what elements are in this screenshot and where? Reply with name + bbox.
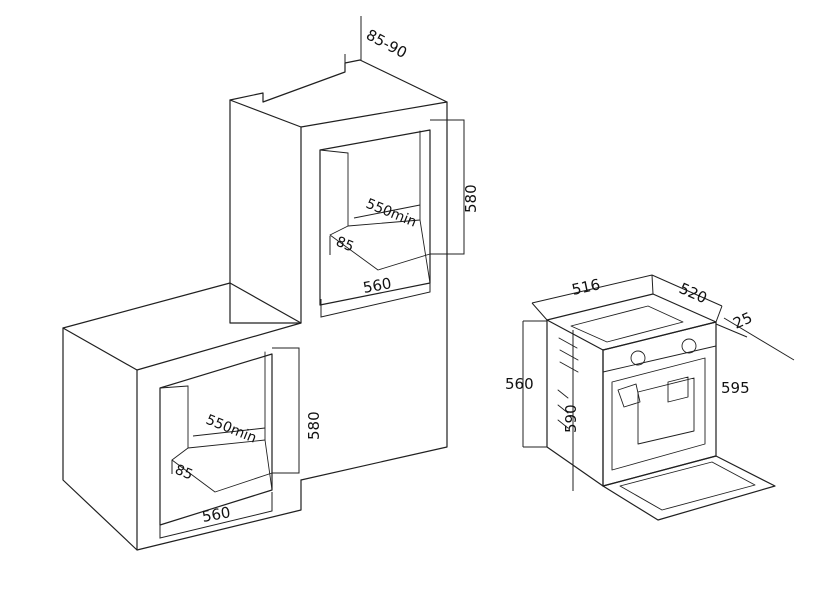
oven-top-recess [570, 305, 684, 343]
upper-depth-label: 550min [364, 196, 419, 231]
top-gap-label: 85-90 [363, 26, 410, 62]
lower-offset-label: 85 [173, 462, 196, 484]
oven-door-glass [619, 461, 756, 511]
upper-width-dimension-line [320, 276, 431, 318]
upper-depth-dimension-line [329, 204, 421, 255]
oven-outer-width-dimension-line [723, 317, 795, 361]
lower-opening-edge [159, 385, 273, 491]
upper-height-dimension-line [430, 119, 465, 255]
lower-cabinet [62, 282, 302, 551]
oven-inner-back [637, 377, 695, 445]
oven-panel-label: 25 [730, 308, 755, 332]
tall-cabinet [229, 59, 448, 481]
oven-control-panel [602, 321, 717, 373]
cabinet-dimensions [159, 16, 465, 539]
oven-cavity [611, 357, 706, 471]
oven-width-label: 516 [570, 275, 602, 299]
oven-side-vents [557, 337, 579, 429]
lower-width-dimension-line [159, 492, 273, 539]
upper-opening-edge [319, 149, 431, 306]
lower-height-label: 580 [305, 411, 323, 440]
oven-fan [617, 376, 689, 408]
dimension-labels: 85-90 550min 85 580 560 550min 85 580 56… [173, 26, 756, 526]
oven-panel-dimension-line [715, 323, 748, 338]
oven-left-knob [630, 350, 646, 366]
upper-opening-inner [329, 130, 431, 271]
upper-offset-label: 85 [334, 234, 357, 256]
tall-cabinet-top [229, 59, 448, 128]
lower-depth-label: 550min [204, 412, 259, 447]
oven-front-height-label: 560 [505, 375, 534, 393]
lower-cabinet-outline [62, 327, 302, 551]
tall-cabinet-outline [229, 99, 448, 481]
oven-front [602, 321, 717, 487]
top-gap-dimension-line [344, 16, 362, 63]
oven-top [546, 293, 717, 351]
oven-dimensions [522, 274, 795, 491]
oven-right-knob [681, 338, 697, 354]
oven-front-height-dimension-line [522, 320, 547, 448]
oven-depth-dimension-line [651, 274, 723, 323]
lower-cabinet-top [62, 282, 302, 371]
lower-width-label: 560 [201, 503, 232, 526]
lower-height-dimension-line [272, 347, 300, 474]
oven-outer-width-label: 595 [721, 379, 750, 397]
lower-opening-inner [171, 351, 273, 493]
oven-width-dimension-line [531, 274, 654, 321]
oven-depth-label: 520 [676, 279, 709, 307]
lower-depth-dimension-line [171, 427, 266, 474]
upper-width-label: 560 [362, 274, 393, 297]
oven-open-door [602, 455, 776, 521]
oven-body-height-label: 590 [562, 404, 580, 433]
upper-height-label: 580 [462, 184, 480, 213]
